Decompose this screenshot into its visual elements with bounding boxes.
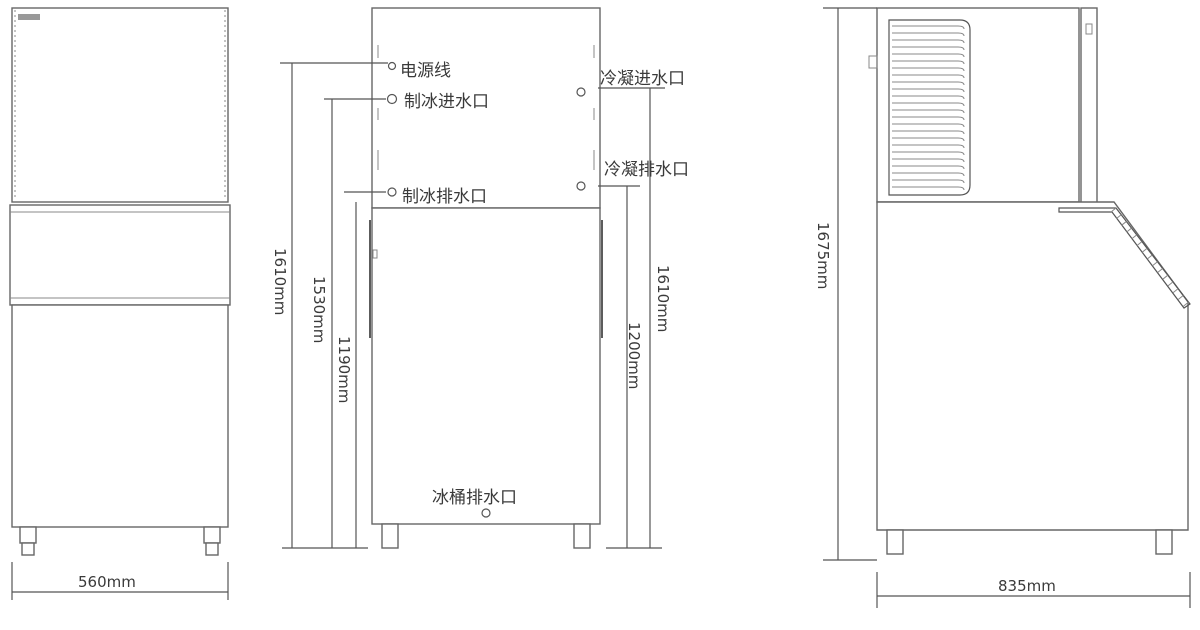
- lid-hatch-line: [1167, 281, 1174, 287]
- grille-louver-line: [892, 74, 965, 79]
- grille-louver-line: [892, 172, 965, 177]
- lid-hatch-line: [1172, 288, 1179, 294]
- back-latch: [372, 249, 378, 259]
- lid-hatch-line: [1178, 294, 1184, 300]
- lid-hatch-line: [1141, 247, 1148, 253]
- ice-water-drain-port: [387, 187, 397, 197]
- lid-hatch-line: [1121, 221, 1127, 226]
- front-head-unit: [11, 7, 229, 203]
- grille-louver-line: [892, 165, 965, 170]
- lid-hatch-line: [1152, 261, 1158, 267]
- ice-water-inlet-port: [386, 93, 398, 105]
- condenser-inlet-label: 冷凝进水口: [600, 69, 685, 89]
- lid-hatch-line: [1115, 214, 1122, 220]
- power-cord-label: 电源线: [400, 61, 451, 81]
- lid-hatch-line: [1157, 268, 1163, 273]
- grille-louver-line: [892, 32, 965, 37]
- back-storage-bin: [371, 207, 601, 525]
- drain-height-dimension: 1190mm: [335, 336, 353, 403]
- power-cord-port: [387, 61, 397, 71]
- grille-louver-line: [892, 53, 965, 58]
- grille-louver-line: [892, 179, 965, 184]
- lid-hatch-line: [1136, 241, 1143, 246]
- condenser-grille: [888, 19, 971, 196]
- back-head-unit: [371, 7, 601, 209]
- power-cord-height-dimension: 1610mm: [271, 248, 289, 315]
- inlet-height-dimension: 1530mm: [310, 276, 328, 343]
- grille-louver-line: [892, 130, 965, 135]
- lid-hatch-line: [1146, 254, 1153, 260]
- side-height-dimension: 1675mm: [814, 222, 832, 289]
- grille-louvers: [892, 25, 965, 191]
- ice-water-inlet-label: 制冰进水口: [404, 92, 489, 112]
- grille-louver-line: [892, 102, 965, 107]
- side-view: 1675mm 835mm: [814, 7, 1191, 608]
- ice-water-drain-label: 制冰排水口: [402, 187, 487, 207]
- side-depth-dimension: 835mm: [998, 577, 1056, 595]
- lid-hatch-line: [1183, 301, 1189, 307]
- lid-hatch-line: [1110, 207, 1117, 213]
- lid-hatch-line: [1131, 234, 1138, 240]
- condenser-drain-label: 冷凝排水口: [604, 160, 689, 180]
- condenser-drain-port: [576, 181, 586, 191]
- grille-louver-line: [892, 123, 965, 128]
- brand-logo-mark: [18, 14, 40, 20]
- lid-hatch-line: [1126, 227, 1132, 233]
- back-view: 电源线 制冰进水口 制冰排水口 冷凝进水口 冷凝排水口 冰桶排水口 1610mm…: [271, 7, 689, 549]
- grille-louver-line: [892, 144, 965, 149]
- side-switch: [1085, 23, 1093, 35]
- grille-louver-line: [892, 46, 965, 51]
- grille-louver-line: [892, 109, 965, 114]
- side-feet: [886, 529, 1173, 555]
- grille-louver-line: [892, 60, 965, 65]
- front-storage-bin: [11, 304, 229, 528]
- grille-louver-line: [892, 95, 965, 100]
- front-feet: [19, 526, 221, 556]
- grille-louver-line: [892, 67, 965, 72]
- grille-louver-line: [892, 88, 965, 93]
- bin-drain-label: 冰桶排水口: [432, 488, 517, 508]
- condenser-inlet-height-dimension: 1610mm: [654, 265, 672, 332]
- back-feet: [381, 523, 591, 549]
- grille-louver-line: [892, 81, 965, 86]
- grille-louver-line: [892, 116, 965, 121]
- front-side-vents: [14, 10, 226, 198]
- lid-hatching: [1110, 207, 1189, 307]
- bin-drain-port: [481, 508, 491, 518]
- lid-hatch-line: [1162, 274, 1169, 280]
- grille-louver-line: [892, 25, 965, 30]
- grille-louver-line: [892, 158, 965, 163]
- grille-louver-line: [892, 151, 965, 156]
- front-middle-band: [9, 204, 231, 306]
- condenser-inlet-port: [576, 87, 586, 97]
- side-rear-panel: [1080, 7, 1098, 207]
- front-view: 560mm: [9, 7, 231, 600]
- side-storage-bin: [876, 201, 1189, 531]
- back-head-side-marks: [377, 45, 595, 170]
- grille-louver-line: [892, 186, 965, 191]
- grille-louver-line: [892, 39, 965, 44]
- grille-louver-line: [892, 137, 965, 142]
- side-knob: [868, 55, 878, 69]
- front-width-dimension: 560mm: [78, 573, 136, 591]
- condenser-drain-height-dimension: 1200mm: [625, 322, 643, 389]
